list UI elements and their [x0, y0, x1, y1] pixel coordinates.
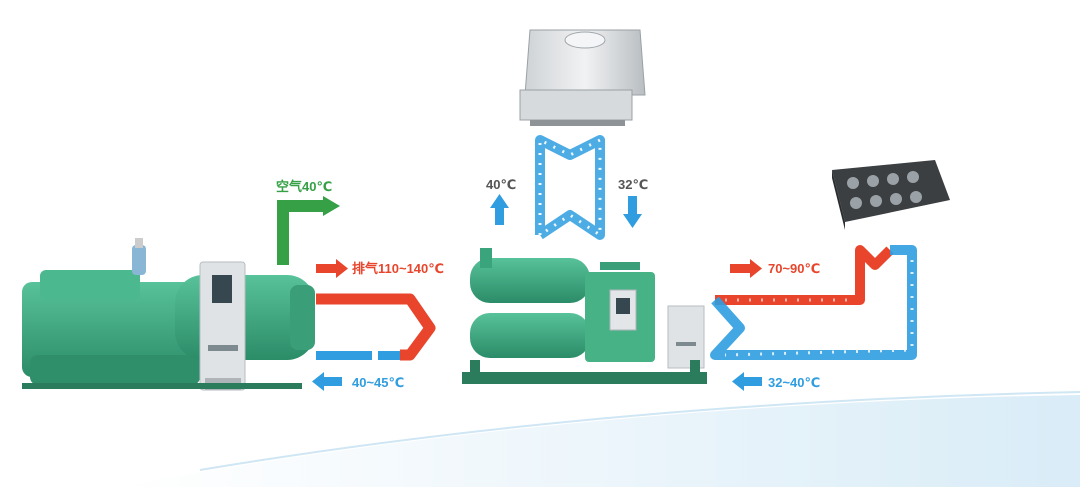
label-tower-return: 32℃: [618, 177, 649, 192]
background-wave-line: [199, 391, 1080, 471]
oil-return-pipe: [316, 351, 372, 360]
label-air-out: 空气40℃: [276, 179, 333, 194]
exhaust-arrow-icon: [336, 259, 348, 278]
hot-water-pipe: [715, 245, 894, 305]
hot-water-arrow-icon: [750, 259, 762, 278]
oil-return-arrow-icon: [312, 372, 324, 391]
label-exhaust-in: 排气110~140℃: [352, 261, 444, 276]
cold-water-pipe: [710, 245, 917, 360]
cooling-tower: [519, 29, 646, 126]
heat-recovery-unit: [462, 248, 707, 384]
label-tower-supply: 40℃: [486, 177, 517, 192]
exhaust-pipe: [316, 293, 436, 361]
label-hot-water-out: 70~90℃: [768, 261, 821, 276]
tower-supply-arrow-icon: [490, 194, 509, 208]
background-wave: [120, 395, 1080, 487]
label-oil-return: 40~45℃: [352, 375, 405, 390]
cold-water-arrow-icon: [732, 372, 744, 391]
cooling-tower-loop: [535, 135, 605, 240]
hot-water-tank: [832, 160, 950, 230]
air-outlet-arrow: [277, 200, 325, 265]
air-compressor: [22, 238, 315, 391]
tower-return-arrow-icon: [623, 214, 642, 228]
label-cold-water-in: 32~40℃: [768, 375, 821, 390]
